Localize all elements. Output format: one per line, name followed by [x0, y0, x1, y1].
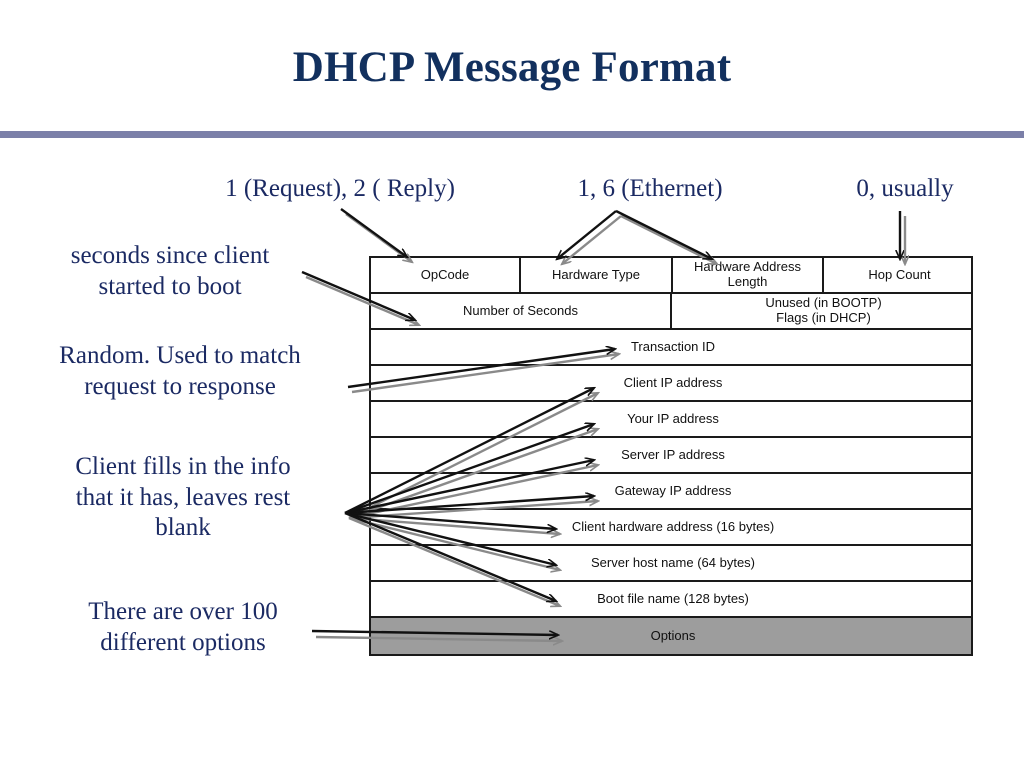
client-ip-row: Client IP address [371, 366, 971, 402]
boot-file-name-row: Boot file name (128 bytes) [371, 582, 971, 618]
server-host-name-row: Server host name (64 bytes) [371, 546, 971, 582]
callout-hopcount: 0, usually [856, 175, 954, 202]
callout-options: There are over 100 different options [88, 598, 278, 656]
packet-field: Gateway IP address [614, 482, 732, 498]
packet-field: Hop Count [868, 266, 931, 282]
packet-field: Boot file name (128 bytes) [597, 590, 749, 606]
callout-opcode: 1 (Request), 2 ( Reply) [225, 175, 455, 202]
seconds-flags-row: Number of Seconds Unused (in BOOTP) Flags… [371, 294, 971, 330]
packet-field: Client IP address [623, 374, 723, 390]
arrow-opcode [340, 208, 412, 262]
options-row: Options [371, 618, 971, 654]
packet-field: Options [650, 627, 696, 643]
packet-field: Hardware Type [521, 258, 673, 292]
packet-field: Hardware Address Length [673, 258, 824, 292]
callout-client-fills: Client fills in the info that it has, le… [75, 453, 291, 541]
packet-field: Number of Seconds [371, 294, 672, 328]
title-divider [0, 131, 1024, 138]
client-hardware-address-row: Client hardware address (16 bytes) [371, 510, 971, 546]
server-ip-row: Server IP address [371, 438, 971, 474]
packet-field: Transaction ID [630, 338, 716, 354]
callout-seconds: seconds since client started to boot [70, 242, 270, 300]
packet-field: Client hardware address (16 bytes) [571, 518, 775, 534]
packet-field: Server IP address [621, 446, 725, 462]
callout-transaction-id: Random. Used to match request to respons… [59, 342, 301, 400]
packet-field: Unused (in BOOTP) Flags (in DHCP) [765, 295, 882, 325]
packet-field: Your IP address [627, 410, 719, 426]
packet-field: Server host name (64 bytes) [590, 554, 756, 570]
page-title: DHCP Message Format [292, 44, 732, 91]
callout-hardware: 1, 6 (Ethernet) [577, 175, 723, 202]
transaction-id-row: Transaction ID [371, 330, 971, 366]
gateway-ip-row: Gateway IP address [371, 474, 971, 510]
your-ip-row: Your IP address [371, 402, 971, 438]
packet-field: OpCode [371, 258, 521, 292]
